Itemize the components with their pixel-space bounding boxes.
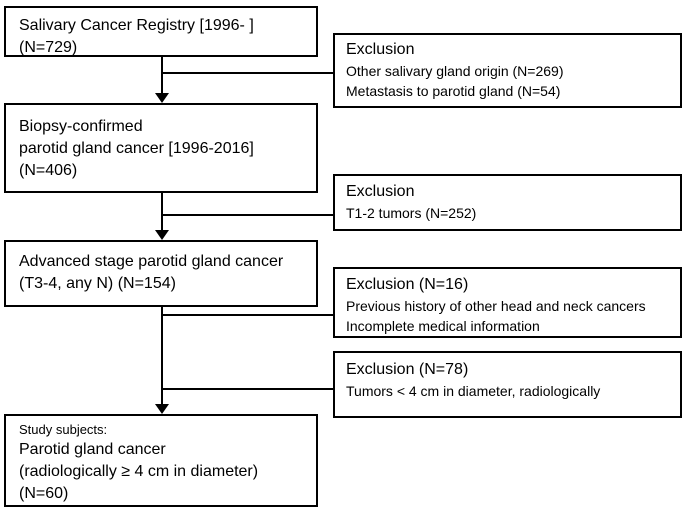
box-study-line-1: Parotid gland cancer xyxy=(19,441,166,458)
exclusion-2-title: Exclusion xyxy=(346,183,415,200)
box-study-subjects: Study subjects: Parotid gland cancer (ra… xyxy=(4,414,318,507)
box-study-small-line: Study subjects: xyxy=(19,422,108,437)
box-advanced-stage: Advanced stage parotid gland cancer (T3-… xyxy=(4,240,318,307)
box-biopsy-line-3: (N=406) xyxy=(19,162,78,179)
exclusion-1-item-1: Other salivary gland origin (N=269) xyxy=(346,63,564,79)
box-study-line-3: (N=60) xyxy=(19,485,69,502)
arrowhead-down-2 xyxy=(155,230,169,240)
connector-branch-3 xyxy=(162,314,333,316)
connector-vertical-3 xyxy=(161,307,163,406)
exclusion-3-title: Exclusion (N=16) xyxy=(346,276,469,293)
exclusion-3-item-1: Previous history of other head and neck … xyxy=(346,298,646,314)
connector-branch-4 xyxy=(162,388,333,390)
exclusion-box-2: Exclusion T1-2 tumors (N=252) xyxy=(333,174,682,231)
exclusion-box-1: Exclusion Other salivary gland origin (N… xyxy=(333,33,682,108)
box-biopsy-line-2: parotid gland cancer [1996-2016] xyxy=(19,140,254,157)
connector-vertical-2 xyxy=(161,193,163,232)
box-registry: Salivary Cancer Registry [1996- ] (N=729… xyxy=(4,6,318,57)
box-study-line-2: (radiologically ≥ 4 cm in diameter) xyxy=(19,463,259,480)
arrowhead-down-3 xyxy=(155,404,169,414)
connector-branch-2 xyxy=(162,214,333,216)
box-biopsy-line-1: Biopsy-confirmed xyxy=(19,118,143,135)
exclusion-4-title: Exclusion (N=78) xyxy=(346,361,469,378)
box-advanced-line-1: Advanced stage parotid gland cancer xyxy=(19,253,284,270)
exclusion-4-item-1: Tumors < 4 cm in diameter, radiologicall… xyxy=(346,383,601,399)
exclusion-box-4: Exclusion (N=78) Tumors < 4 cm in diamet… xyxy=(333,351,682,418)
exclusion-box-3: Exclusion (N=16) Previous history of oth… xyxy=(333,267,682,338)
box-registry-line-2: (N=729) xyxy=(19,39,78,56)
exclusion-1-title: Exclusion xyxy=(346,41,415,58)
exclusion-1-item-2: Metastasis to parotid gland (N=54) xyxy=(346,83,561,99)
box-registry-line-1: Salivary Cancer Registry [1996- ] xyxy=(19,17,254,34)
arrowhead-down-1 xyxy=(155,93,169,103)
box-biopsy-confirmed: Biopsy-confirmed parotid gland cancer [1… xyxy=(4,103,318,193)
exclusion-2-item-1: T1-2 tumors (N=252) xyxy=(346,205,477,221)
box-advanced-line-2: (T3-4, any N) (N=154) xyxy=(19,275,176,292)
connector-branch-1 xyxy=(162,72,333,74)
exclusion-3-item-2: Incomplete medical information xyxy=(346,318,540,334)
connector-vertical-1 xyxy=(161,57,163,95)
